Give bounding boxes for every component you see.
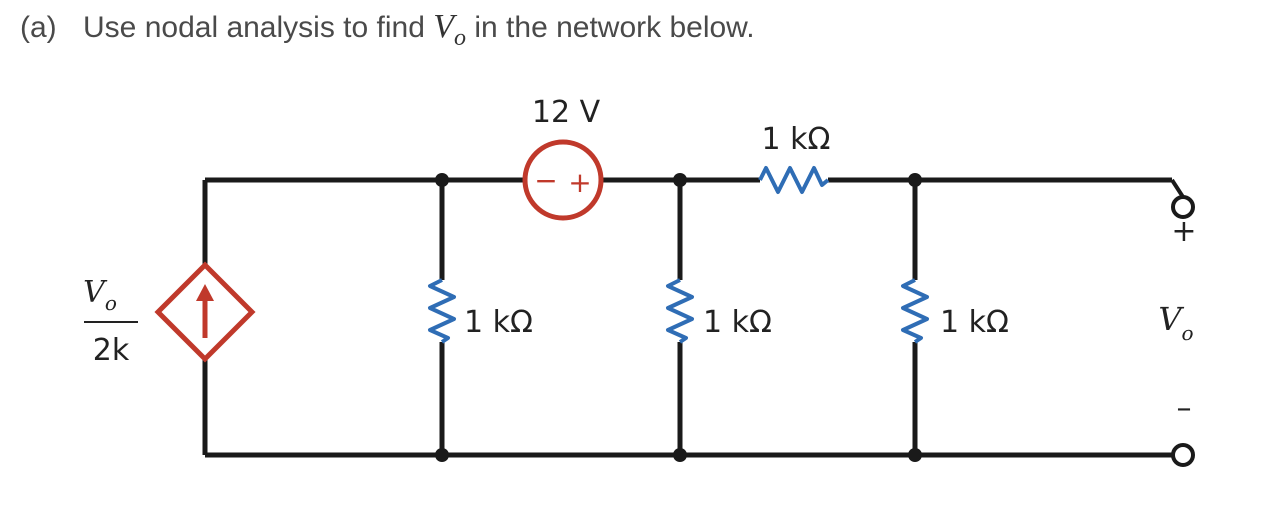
source-plus: + [568,166,591,199]
series-resistor-icon [758,166,830,194]
voltage-source-icon: − + [522,139,604,221]
shunt-resistor-1-icon [428,278,456,344]
question-variable: Vo [433,8,467,51]
dep-source-denominator: 2k [93,333,130,368]
dep-source-numerator: Vo [83,275,117,315]
output-terminal-bottom [1171,443,1195,467]
question-prefix: Use nodal analysis to find [83,11,425,44]
shunt-resistor-2-icon [666,278,694,344]
dependent-current-source-icon [154,261,256,363]
shunt-resistor-3-icon [901,278,929,344]
arrow-head-icon [196,284,214,301]
series-resistor-label: 1 kΩ [762,122,831,157]
output-minus-sign: – [1177,391,1192,426]
shunt-resistor-3-label: 1 kΩ [940,305,1009,340]
shunt-resistor-2-label: 1 kΩ [703,305,772,340]
shunt-resistor-1-label: 1 kΩ [464,305,533,340]
output-voltage-label: Vo [1158,300,1193,345]
output-lead-top [1170,178,1185,199]
question-text: (a) Use nodal analysis to find Vo in the… [20,8,755,52]
voltage-source-label: 12 V [532,95,601,130]
junction-dots [435,173,922,462]
source-minus: − [534,164,557,197]
output-plus-sign: + [1171,214,1196,249]
question-suffix: in the network below. [474,11,755,44]
question-tag: (a) [20,11,57,44]
